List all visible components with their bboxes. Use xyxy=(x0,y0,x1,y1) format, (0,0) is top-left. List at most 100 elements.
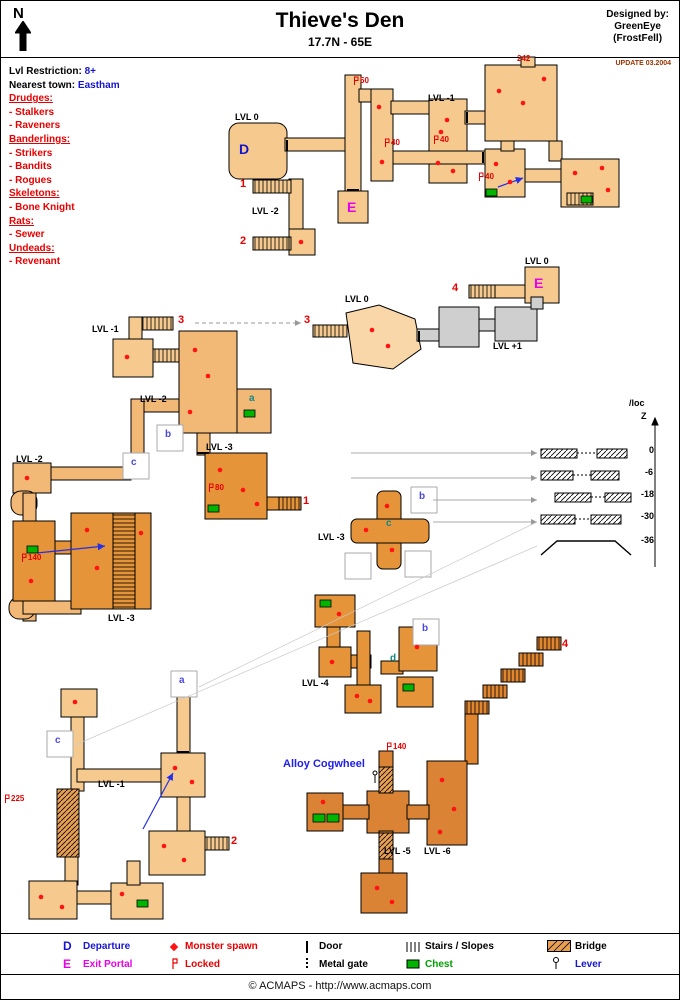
room-letter: b xyxy=(419,491,426,502)
route-number: 3 xyxy=(304,314,311,326)
locked-value: 140 xyxy=(386,742,406,751)
level-label: LVL -5 xyxy=(384,846,411,856)
monster-group-name: Skeletons: xyxy=(9,188,60,200)
midleft-complex xyxy=(8,316,302,622)
level-label: LVL 0 xyxy=(345,294,369,304)
doors xyxy=(177,112,484,753)
header-divider xyxy=(1,57,679,58)
departure-marker: D xyxy=(239,141,250,157)
legend-exit-label: Exit Portal xyxy=(83,959,133,970)
door-icon xyxy=(306,941,308,953)
legend-door-label: Door xyxy=(319,941,343,952)
town-value: Eastham xyxy=(77,79,120,91)
locked-icon xyxy=(434,135,439,144)
level-label: LVL -1 xyxy=(428,93,455,103)
page-subtitle: 17.7N - 65E xyxy=(307,35,373,49)
lvl4-cluster xyxy=(314,594,440,714)
legend-monster-label: Monster spawn xyxy=(185,941,258,952)
monster-member: - Stalkers xyxy=(9,106,55,118)
cross-lvl3 xyxy=(344,486,438,580)
update-note: UPDATE 03.2004 xyxy=(615,60,671,67)
route-number: 1 xyxy=(303,495,310,507)
hex-section xyxy=(312,296,544,370)
zdiagram-level: -18 xyxy=(641,489,655,499)
route-number: 4 xyxy=(562,638,569,650)
legend-chest-label: Chest xyxy=(425,959,453,970)
page-title: Thieve's Den xyxy=(275,9,405,32)
level-label: LVL -1 xyxy=(92,324,119,334)
locked-icon xyxy=(354,76,359,85)
locked-value: 40 xyxy=(433,135,449,144)
monster-group-name: Undeads: xyxy=(9,242,55,254)
level-label: LVL -3 xyxy=(108,613,135,623)
monster-member: - Sewer xyxy=(9,229,45,241)
monster-member: - Strikers xyxy=(9,147,53,159)
locked-value: 40 xyxy=(478,172,494,181)
restriction-row: Lvl Restriction: 8+ xyxy=(9,65,120,79)
top-complex xyxy=(228,56,620,256)
level-label: LVL -2 xyxy=(140,394,167,404)
monster-group-name: Rats: xyxy=(9,215,35,227)
room-letter: a xyxy=(179,675,185,686)
locked-value: 40 xyxy=(384,138,400,147)
locked-value: 225 xyxy=(4,794,24,803)
legend-departure-label: Departure xyxy=(83,941,131,952)
zdiagram-level: -30 xyxy=(641,511,655,521)
restriction-label: Lvl Restriction: xyxy=(9,66,82,77)
zdiagram-z-label: Z xyxy=(641,411,647,421)
locked-icon xyxy=(5,794,10,803)
info-panel: Lvl Restriction: 8+ Nearest town: Eastha… xyxy=(9,65,120,269)
locked-icon xyxy=(22,553,27,562)
room-letter: c xyxy=(55,735,61,746)
chests xyxy=(26,188,593,908)
exit-portal-marker: E xyxy=(534,275,544,291)
metal-gate-icon xyxy=(306,958,308,970)
exit-section xyxy=(468,266,560,304)
legend-metal-gate-label: Metal gate xyxy=(319,959,368,970)
locked-value: 50 xyxy=(353,76,369,85)
lvl5-lvl6 xyxy=(306,750,468,914)
legend-exit-symbol: E xyxy=(63,957,72,971)
room-letter: c xyxy=(386,518,392,529)
level-label: LVL +1 xyxy=(493,341,522,351)
locked-icon xyxy=(385,138,390,147)
monster-member: - Revenant xyxy=(9,256,61,268)
zdiagram-loc-label: /loc xyxy=(629,398,645,408)
designer-name: GreenEye xyxy=(614,21,661,32)
alloy-cogwheel-label: Alloy Cogwheel xyxy=(283,758,365,770)
staircase-right xyxy=(464,636,562,765)
monster-member: - Rogues xyxy=(9,174,52,186)
copyright: © ACMAPS - http://www.acmaps.com xyxy=(248,980,432,992)
route-number: 3 xyxy=(178,314,185,326)
north-label: N xyxy=(13,5,24,22)
designer-block: Designed by: GreenEye (FrostFell) xyxy=(606,9,669,45)
north-arrow-icon xyxy=(15,21,31,51)
monster-member: - Raveners xyxy=(9,120,61,132)
room-letter: a xyxy=(249,393,255,404)
town-label: Nearest town: xyxy=(9,79,76,91)
level-label: LVL -3 xyxy=(206,442,233,452)
locked-icon xyxy=(479,172,484,181)
town-row: Nearest town: Eastham xyxy=(9,79,120,93)
level-label: LVL -1 xyxy=(98,779,125,789)
room-letter: b xyxy=(165,429,172,440)
legend-stairs-label: Stairs / Slopes xyxy=(425,941,494,952)
stairs-icon xyxy=(406,942,420,952)
monster-group-name: Banderlings: xyxy=(9,133,71,145)
level-label: LVL 0 xyxy=(235,112,259,122)
room-letter: d xyxy=(390,653,397,664)
room-letter: c xyxy=(131,457,137,468)
legend-departure-symbol: D xyxy=(63,939,72,953)
designed-by-label: Designed by: xyxy=(606,9,669,20)
locked-value: 242 xyxy=(517,54,531,63)
monster-group-name: Drudges: xyxy=(9,93,53,105)
locked-icon xyxy=(172,958,178,969)
level-label: LVL -3 xyxy=(318,532,345,542)
legend-locked-label: Locked xyxy=(185,959,221,970)
level-label: LVL -2 xyxy=(16,454,43,464)
bottomleft-complex xyxy=(28,670,230,920)
designer-server: (FrostFell) xyxy=(613,33,663,44)
locked-icon xyxy=(387,742,392,751)
